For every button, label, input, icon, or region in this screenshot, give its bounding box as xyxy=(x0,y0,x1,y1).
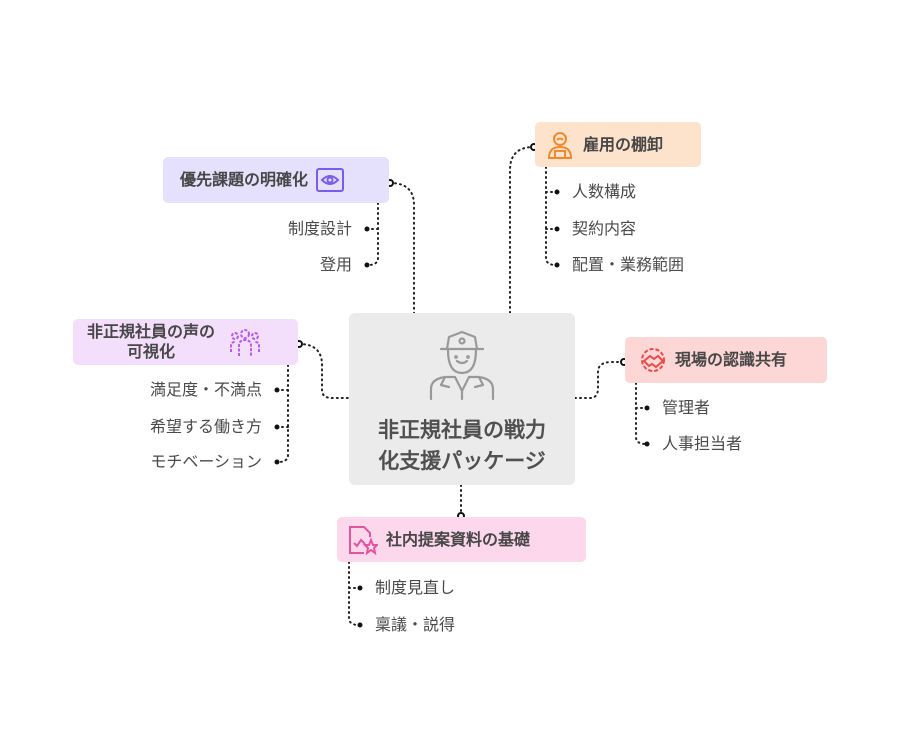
branch-proposal[interactable]: 社内提案資料の基礎 xyxy=(337,517,586,562)
child-item: 制度設計 xyxy=(287,219,352,238)
connector-awareness-children xyxy=(635,382,647,445)
branch-awareness[interactable]: 現場の認識共有 xyxy=(625,337,827,383)
connector-awareness xyxy=(574,361,625,399)
child-item: 稟議・説得 xyxy=(375,615,456,634)
connector-voice-children xyxy=(277,364,289,463)
child-item: 管理者 xyxy=(662,398,711,417)
branch-voice[interactable]: 非正規社員の声の可視化 xyxy=(73,319,298,365)
child-item: 人数構成 xyxy=(572,182,637,201)
connector-inventory-children xyxy=(545,166,557,266)
group-icon xyxy=(230,329,261,356)
handshake-icon xyxy=(641,348,665,372)
child-item: 登用 xyxy=(319,255,352,274)
person-desk-icon xyxy=(547,131,573,159)
child-item: 希望する働き方 xyxy=(149,417,262,436)
central-topic[interactable]: 非正規社員の戦力化支援パッケージ xyxy=(349,313,575,485)
child-item: モチベーション xyxy=(150,452,262,471)
worker-icon xyxy=(429,330,495,401)
branch-priority[interactable]: 優先課題の明確化 xyxy=(163,157,389,203)
child-item: 契約内容 xyxy=(572,219,637,238)
connector-voice xyxy=(298,343,350,399)
child-item: 満足度・不満点 xyxy=(149,380,262,399)
connector-priority-children xyxy=(367,202,379,266)
eye-scan-icon xyxy=(316,168,345,192)
child-item: 配置・業務範囲 xyxy=(572,255,685,274)
child-item: 人事担当者 xyxy=(662,434,743,453)
child-item: 制度見直し xyxy=(375,578,456,597)
central-topic-title: 非正規社員の戦力化支援パッケージ xyxy=(378,418,546,473)
document-star-icon xyxy=(349,525,378,555)
connector-priority xyxy=(389,182,415,314)
connector-inventory xyxy=(509,146,535,314)
connector-proposal-children xyxy=(348,561,360,626)
branch-inventory[interactable]: 雇用の棚卸 xyxy=(535,122,701,167)
